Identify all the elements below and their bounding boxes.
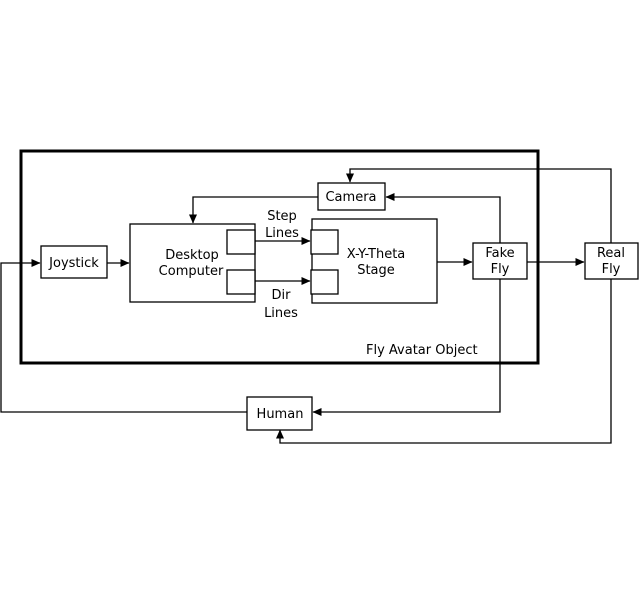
dir-lines-label-line2: Lines (264, 306, 298, 321)
desktop-computer-label-line2: Computer (159, 264, 224, 279)
computer-dir-port (226, 269, 256, 295)
computer-step-port (226, 229, 256, 255)
human-block: Human (246, 396, 313, 431)
camera-label: Camera (325, 190, 376, 205)
fakefly-to-human-arrow (312, 279, 501, 416)
step-lines-label-line2: Lines (265, 226, 299, 241)
desktop-computer-label-line1: Desktop (165, 248, 219, 263)
step-lines-label-line1: Step (267, 209, 297, 224)
stage-dir-port (310, 269, 339, 295)
real-fly-label-line2: Fly (602, 262, 621, 277)
real-fly-block: Real Fly (584, 242, 639, 280)
fake-fly-label-line2: Fly (491, 262, 510, 277)
human-label: Human (257, 407, 304, 422)
human-to-joystick-line (0, 259, 247, 413)
fake-fly-block: Fake Fly (472, 242, 528, 280)
dir-lines-label-line1: Dir (272, 288, 292, 303)
joystick-block: Joystick (40, 245, 108, 279)
stage-step-port (310, 229, 339, 255)
camera-block: Camera (317, 182, 386, 211)
desktop-computer-block: Desktop Computer (129, 223, 256, 303)
fly-avatar-object-frame (19, 149, 540, 365)
fake-fly-label-line1: Fake (485, 246, 514, 261)
camera-to-computer-arrow (189, 196, 318, 224)
realfly-to-camera-arrow (346, 168, 612, 243)
joystick-label: Joystick (48, 256, 99, 271)
fakefly-to-camera-arrow (385, 193, 501, 243)
fly-avatar-object-label: Fly Avatar Object (366, 343, 478, 358)
real-fly-label-line1: Real (597, 246, 625, 261)
stage-label-line2: Stage (357, 263, 395, 278)
stage-block: X-Y-Theta Stage (310, 218, 438, 304)
connections (0, 168, 612, 444)
stage-label-line1: X-Y-Theta (347, 247, 406, 262)
realfly-to-human-arrow (276, 279, 612, 444)
